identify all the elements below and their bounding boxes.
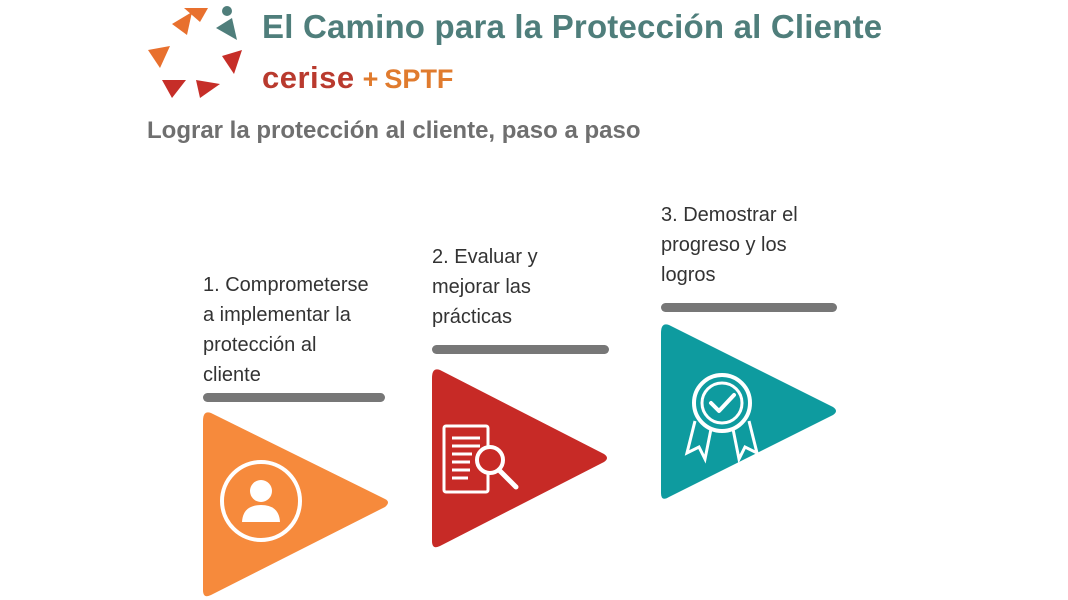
step-2-arrow	[432, 369, 607, 548]
brand-cerise: cerise	[262, 60, 355, 95]
step-2-triangle	[432, 369, 607, 548]
step-3-arrow	[661, 324, 836, 499]
step-1-bar	[203, 393, 385, 402]
person-icon	[220, 460, 302, 542]
page-subtitle: Lograr la protección al cliente, paso a …	[147, 117, 641, 144]
step-1-label: 1. Comprometerse a implementar la protec…	[203, 274, 369, 386]
step-2-bar	[432, 345, 609, 354]
brand-sptf: SPTF	[384, 64, 454, 94]
step-1-arrow	[203, 412, 388, 597]
cerise-logo-icon	[148, 6, 242, 98]
step-2-label: 2. Evaluar y mejorar las prácticas	[432, 246, 538, 328]
brand-wordmark: cerise+SPTF	[262, 62, 453, 93]
step-1-triangle	[203, 412, 388, 597]
page-title: El Camino para la Protección al Cliente	[262, 8, 883, 45]
brand-plus: +	[362, 64, 379, 94]
step-3-label: 3. Demostrar el progreso y los logros	[661, 204, 798, 286]
step-3-bar	[661, 303, 837, 312]
badge-check-icon	[684, 373, 760, 464]
document-search-icon	[442, 424, 519, 494]
